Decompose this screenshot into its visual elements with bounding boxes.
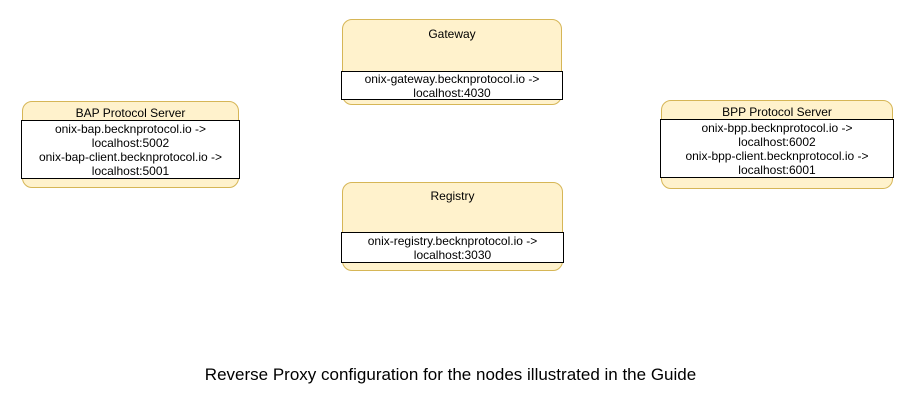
node-bap-protocol-server: BAP Protocol Server onix-bap.becknprotoc… (21, 101, 240, 188)
mapping-line: localhost:6001 (738, 162, 816, 177)
mapping-line: onix-bap.becknprotocol.io -> (54, 121, 207, 136)
node-bap-title: BAP Protocol Server (75, 106, 186, 120)
mapping-line: localhost:6002 (738, 134, 816, 149)
node-bap-proxy-mapping: onix-bap.becknprotocol.io -> localhost:5… (21, 120, 240, 179)
node-registry: Registry onix-registry.becknprotocol.io … (341, 182, 564, 271)
mapping-line: localhost:5001 (91, 163, 170, 178)
node-gateway: Gateway onix-gateway.becknprotocol.io ->… (341, 19, 563, 105)
node-registry-proxy-mapping: onix-registry.becknprotocol.io -> localh… (341, 232, 564, 263)
diagram-caption: Reverse Proxy configuration for the node… (204, 365, 697, 384)
mapping-line: localhost:5002 (91, 135, 170, 150)
mapping-line: onix-bap-client.becknprotocol.io -> (38, 149, 223, 164)
mapping-line: onix-bpp-client.becknprotocol.io -> (685, 148, 869, 163)
node-gateway-title: Gateway (428, 27, 476, 41)
node-gateway-proxy-mapping: onix-gateway.becknprotocol.io -> localho… (341, 71, 563, 100)
node-bpp-protocol-server: BPP Protocol Server onix-bpp.becknprotoc… (660, 100, 894, 189)
mapping-line: onix-bpp.becknprotocol.io -> (701, 120, 853, 135)
mapping-line: localhost:3030 (413, 247, 492, 262)
mapping-line: onix-registry.becknprotocol.io -> (367, 233, 538, 248)
node-bpp-proxy-mapping: onix-bpp.becknprotocol.io -> localhost:6… (660, 119, 894, 178)
mapping-line: localhost:4030 (413, 85, 491, 100)
mapping-line: onix-gateway.becknprotocol.io -> (364, 71, 540, 86)
node-bpp-title: BPP Protocol Server (722, 105, 832, 119)
node-registry-title: Registry (430, 189, 475, 203)
